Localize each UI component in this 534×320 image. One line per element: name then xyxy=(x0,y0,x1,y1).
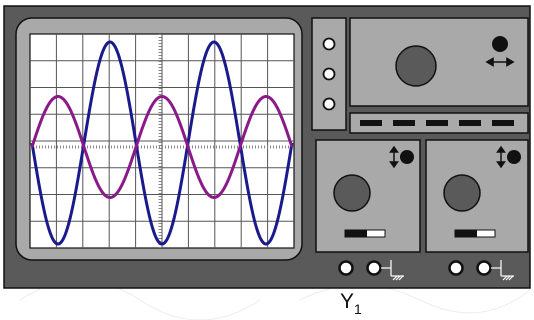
blue-waveform-trace xyxy=(30,40,294,246)
channel-2-ground-socket[interactable] xyxy=(476,260,492,276)
control-button-2[interactable] xyxy=(322,67,336,81)
up-down-arrow-icon xyxy=(496,145,506,169)
channel-1-ground-socket[interactable] xyxy=(366,260,382,276)
channel-1-input-socket[interactable] xyxy=(338,260,354,276)
screen-graticule xyxy=(30,34,294,248)
switch-row xyxy=(360,120,514,126)
control-button-1[interactable] xyxy=(322,37,336,51)
waveform-traces xyxy=(30,40,294,246)
channel-2-volts-div-knob[interactable] xyxy=(443,174,481,212)
switch-slot-1[interactable] xyxy=(360,120,382,126)
switch-slot-4[interactable] xyxy=(459,120,481,126)
control-button-3[interactable] xyxy=(322,97,336,111)
channel-1-volts-div-knob[interactable] xyxy=(333,174,371,212)
channel-1-vertical-position-knob[interactable] xyxy=(400,150,414,164)
channel-2-input-socket[interactable] xyxy=(448,260,464,276)
input-label-letter: Y xyxy=(340,290,354,313)
up-down-arrow-icon xyxy=(389,145,399,169)
switch-slot-3[interactable] xyxy=(426,120,448,126)
input-label-subscript: 1 xyxy=(354,301,362,317)
channel-2-slider-handle[interactable] xyxy=(455,230,477,237)
purple-waveform-trace xyxy=(30,95,294,199)
switch-slot-2[interactable] xyxy=(393,120,415,126)
channel-2-vertical-position-knob[interactable] xyxy=(507,150,521,164)
ground-symbol-icon xyxy=(381,260,404,281)
switch-slot-5[interactable] xyxy=(492,120,514,126)
ground-symbol-icon xyxy=(491,260,514,281)
horizontal-position-knob[interactable] xyxy=(492,36,508,52)
timebase-knob[interactable] xyxy=(395,45,437,87)
left-right-arrow-icon xyxy=(485,57,515,67)
channel-1-slider-handle[interactable] xyxy=(345,230,367,237)
input-label: Y1 xyxy=(340,290,362,317)
